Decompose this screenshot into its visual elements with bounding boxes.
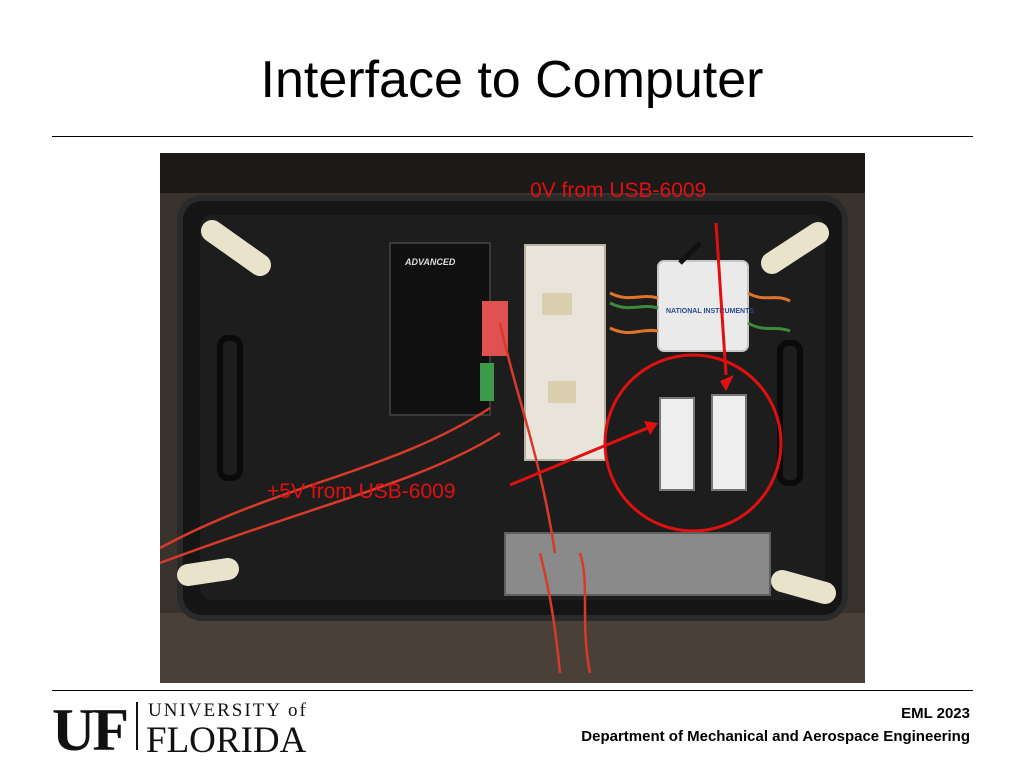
amplifier-connector (482, 301, 508, 356)
amplifier-terminal (480, 363, 494, 401)
hardware-photo: ADVANCED NATIONAL INSTRUMENTS (160, 153, 865, 683)
post-bottom-right (771, 570, 836, 604)
terminal-strip-left (659, 397, 695, 491)
logo-line2: FLORIDA (146, 720, 307, 754)
footer-divider (52, 690, 973, 691)
post-top-right (761, 222, 829, 274)
university-logo: UF UNIVERSITY of FLORIDA (52, 697, 308, 754)
servo-amplifier (389, 242, 491, 416)
annotation-0v: 0V from USB-6009 (530, 179, 707, 202)
daq-label: NATIONAL INSTRUMENTS (666, 308, 754, 315)
terminal-block-row (504, 532, 771, 596)
course-code: EML 2023 (901, 705, 970, 722)
highlight-circle (603, 353, 783, 533)
left-handle (217, 335, 243, 481)
arrow-0v-head (720, 375, 734, 391)
arrow-5v-head (644, 421, 658, 435)
usb-cable (678, 241, 702, 265)
red-wires (160, 322, 592, 674)
breadboard-module (548, 381, 576, 403)
breadboard-chip (542, 293, 572, 315)
logo-line1: UNIVERSITY of (148, 700, 308, 721)
post-bottom-left (177, 558, 239, 586)
logo-mark: UF (52, 697, 126, 754)
title-divider (52, 136, 973, 137)
terminal-strip-right (711, 394, 747, 491)
right-handle (777, 340, 803, 486)
daq-device (657, 260, 749, 352)
annotation-5v: +5V from USB-6009 (267, 480, 456, 503)
slide-title: Interface to Computer (260, 51, 764, 109)
daq-wire-bundle (609, 291, 791, 335)
post-top-left (201, 220, 271, 276)
arrow-0v (714, 222, 728, 376)
logo-separator (136, 702, 138, 750)
amplifier-label: ADVANCED (404, 257, 456, 267)
floor (160, 613, 865, 683)
department-name: Department of Mechanical and Aerospace E… (581, 728, 970, 745)
breadboard (524, 244, 606, 461)
case-lid (160, 153, 865, 193)
hardware-photo-drawing: ADVANCED NATIONAL INSTRUMENTS (160, 153, 865, 683)
arrow-5v (509, 425, 651, 487)
